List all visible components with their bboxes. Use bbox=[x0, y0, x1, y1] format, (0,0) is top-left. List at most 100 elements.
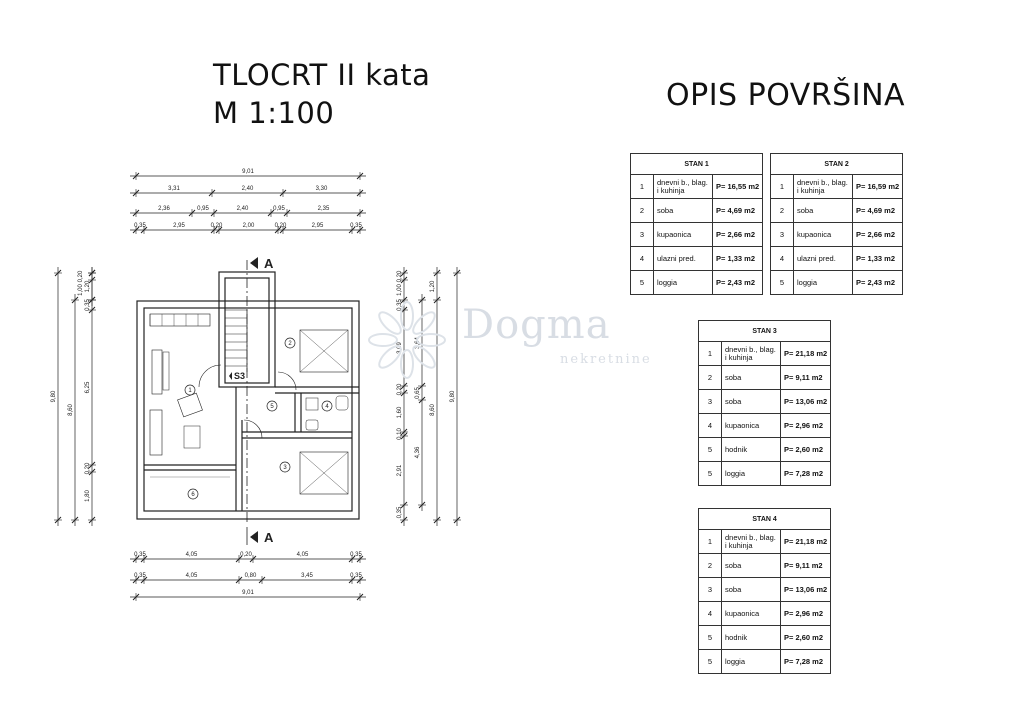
room-name: loggia bbox=[653, 270, 713, 295]
room-area: P= 2,96 m2 bbox=[779, 601, 832, 626]
room-area: P= 21,18 m2 bbox=[779, 529, 832, 554]
toilet bbox=[305, 419, 319, 431]
plan-title: TLOCRT II kata bbox=[213, 58, 431, 92]
room-area: P= 2,66 m2 bbox=[851, 222, 904, 247]
door-swing bbox=[243, 419, 263, 439]
dimension-label: 2,95 bbox=[312, 223, 324, 229]
row-number: 1 bbox=[698, 341, 722, 366]
stair-label: S3 bbox=[234, 371, 245, 381]
table-header: STAN 2 bbox=[769, 153, 904, 175]
toilet bbox=[335, 395, 349, 411]
dimension-label: 4,05 bbox=[297, 552, 309, 558]
dimension-label: 8,60 bbox=[430, 404, 436, 416]
dimension-label: 3,31 bbox=[168, 186, 180, 192]
row-number: 5 bbox=[698, 649, 722, 674]
bed bbox=[299, 329, 349, 373]
row-number: 3 bbox=[698, 577, 722, 602]
dimension-label: 4,05 bbox=[186, 552, 198, 558]
room-area: P= 13,06 m2 bbox=[779, 577, 832, 602]
dimension-label: 8,60 bbox=[68, 404, 74, 416]
room-name: kupaonica bbox=[653, 222, 713, 247]
dimension-label: 0,35 bbox=[350, 552, 362, 558]
room-area: P= 4,69 m2 bbox=[851, 198, 904, 223]
dimension-label: 1,20 bbox=[430, 280, 436, 292]
watermark-petal bbox=[368, 333, 398, 347]
dimension-label: 1,60 bbox=[397, 406, 403, 418]
dimension-label: 0,95 bbox=[197, 206, 209, 212]
room-name: kupaonica bbox=[793, 222, 853, 247]
room-name: hodnik bbox=[721, 437, 781, 462]
row-number: 5 bbox=[698, 625, 722, 650]
room-name: ulazni pred. bbox=[653, 246, 713, 271]
row-number: 3 bbox=[630, 222, 654, 247]
row-number: 5 bbox=[698, 461, 722, 486]
areas-title: OPIS POVRŠINA bbox=[666, 78, 906, 113]
dimension-label: 2,91 bbox=[397, 464, 403, 476]
dimension-label: 0,20 bbox=[78, 270, 84, 282]
dimension-label: 0,35 bbox=[350, 223, 362, 229]
dimension-label: 2,36 bbox=[158, 206, 170, 212]
dimension-label: 2,35 bbox=[318, 206, 330, 212]
room-number-circle bbox=[266, 400, 278, 412]
room-number: 3 bbox=[283, 465, 287, 471]
dining-table bbox=[151, 349, 163, 395]
room-area: P= 7,28 m2 bbox=[779, 649, 832, 674]
room-number-circle bbox=[184, 384, 196, 396]
sofa bbox=[149, 409, 163, 456]
row-number: 5 bbox=[698, 437, 722, 462]
watermark-petal bbox=[400, 349, 414, 379]
row-number: 3 bbox=[770, 222, 794, 247]
room-area: P= 16,59 m2 bbox=[851, 174, 904, 199]
dimension-label: 3,30 bbox=[316, 186, 328, 192]
row-number: 5 bbox=[630, 270, 654, 295]
room-name: soba bbox=[721, 365, 781, 390]
dimension-label: 0,80 bbox=[245, 573, 257, 579]
dimension-label: 1,20 bbox=[85, 280, 91, 292]
room-name: soba bbox=[653, 198, 713, 223]
dimension-label: 1,00 bbox=[397, 284, 403, 296]
dimension-label: 9,01 bbox=[242, 590, 254, 596]
room-name: loggia bbox=[721, 649, 781, 674]
dimension-label: 0,10 bbox=[397, 428, 403, 440]
washbasin bbox=[305, 397, 319, 411]
room-area: P= 1,33 m2 bbox=[851, 246, 904, 271]
dimension-label: 2,00 bbox=[243, 223, 255, 229]
dimension-label: 0,20 bbox=[240, 552, 252, 558]
room-area: P= 2,43 m2 bbox=[711, 270, 764, 295]
armchair bbox=[177, 392, 203, 418]
dimension-label: 0,20 bbox=[85, 462, 91, 474]
dimension-label: 0,35 bbox=[350, 573, 362, 579]
inner-wall-outline bbox=[143, 307, 353, 512]
row-number: 4 bbox=[698, 413, 722, 438]
dimension-label: 6,25 bbox=[85, 381, 91, 393]
door-swing bbox=[198, 364, 222, 388]
dimension-label: 0,20 bbox=[397, 270, 403, 282]
room-name: loggia bbox=[793, 270, 853, 295]
dimension-label: 1,00 bbox=[78, 284, 84, 296]
row-number: 4 bbox=[630, 246, 654, 271]
door-swing bbox=[277, 371, 297, 391]
room-name: dnevni b., blag. i kuhinja bbox=[653, 174, 713, 199]
room-name: dnevni b., blag. i kuhinja bbox=[721, 341, 781, 366]
room-number-circle bbox=[187, 488, 199, 500]
room-name: ulazni pred. bbox=[793, 246, 853, 271]
section-mark: A bbox=[264, 530, 274, 545]
room-number-circle bbox=[279, 461, 291, 473]
table-header: STAN 3 bbox=[697, 320, 832, 342]
room-name: soba bbox=[721, 553, 781, 578]
room-area: P= 9,11 m2 bbox=[779, 365, 832, 390]
dimension-label: 3,45 bbox=[301, 573, 313, 579]
